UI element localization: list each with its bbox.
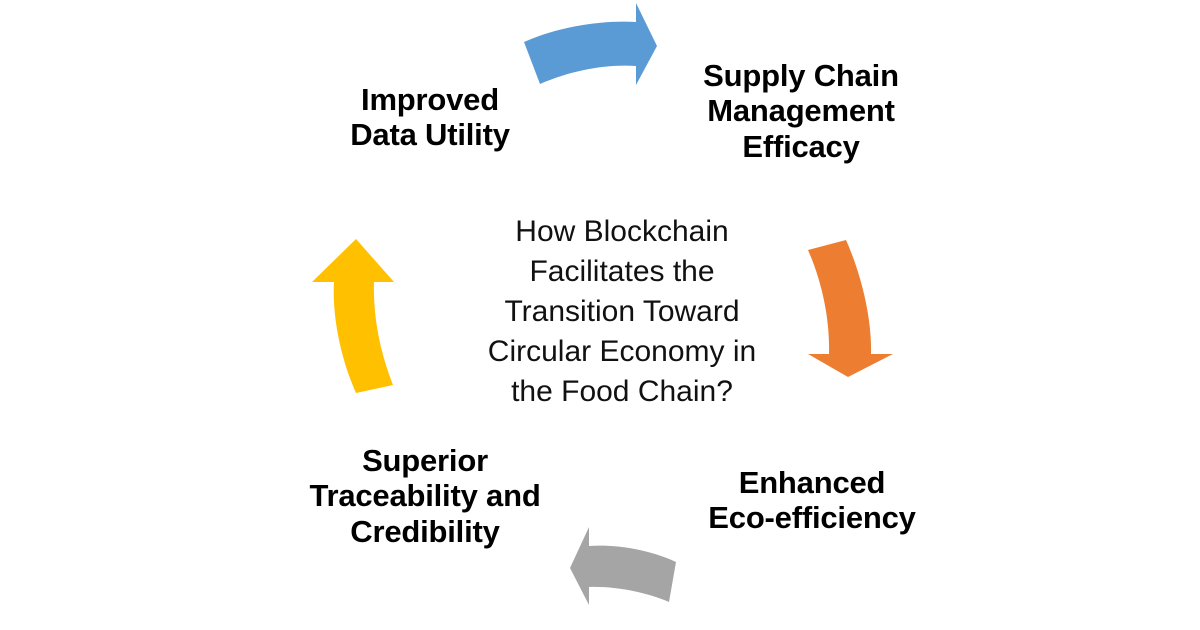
- node-label-superior-traceability-credibility: Superior Traceability and Credibility: [309, 443, 541, 549]
- curved-arrow-up-icon: [312, 239, 394, 393]
- center-question-text: How Blockchain Facilitates the Transitio…: [487, 215, 757, 408]
- node-label-improved-data-utility: Improved Data Utility: [350, 82, 510, 153]
- curved-arrow-right-icon: [524, 3, 657, 85]
- node-label-supply-chain-management-efficacy: Supply Chain Management Efficacy: [703, 58, 899, 164]
- curved-arrow-left-icon: [570, 527, 676, 605]
- node-label-enhanced-eco-efficiency: Enhanced Eco-efficiency: [708, 465, 916, 536]
- curved-arrow-down-icon: [808, 240, 893, 377]
